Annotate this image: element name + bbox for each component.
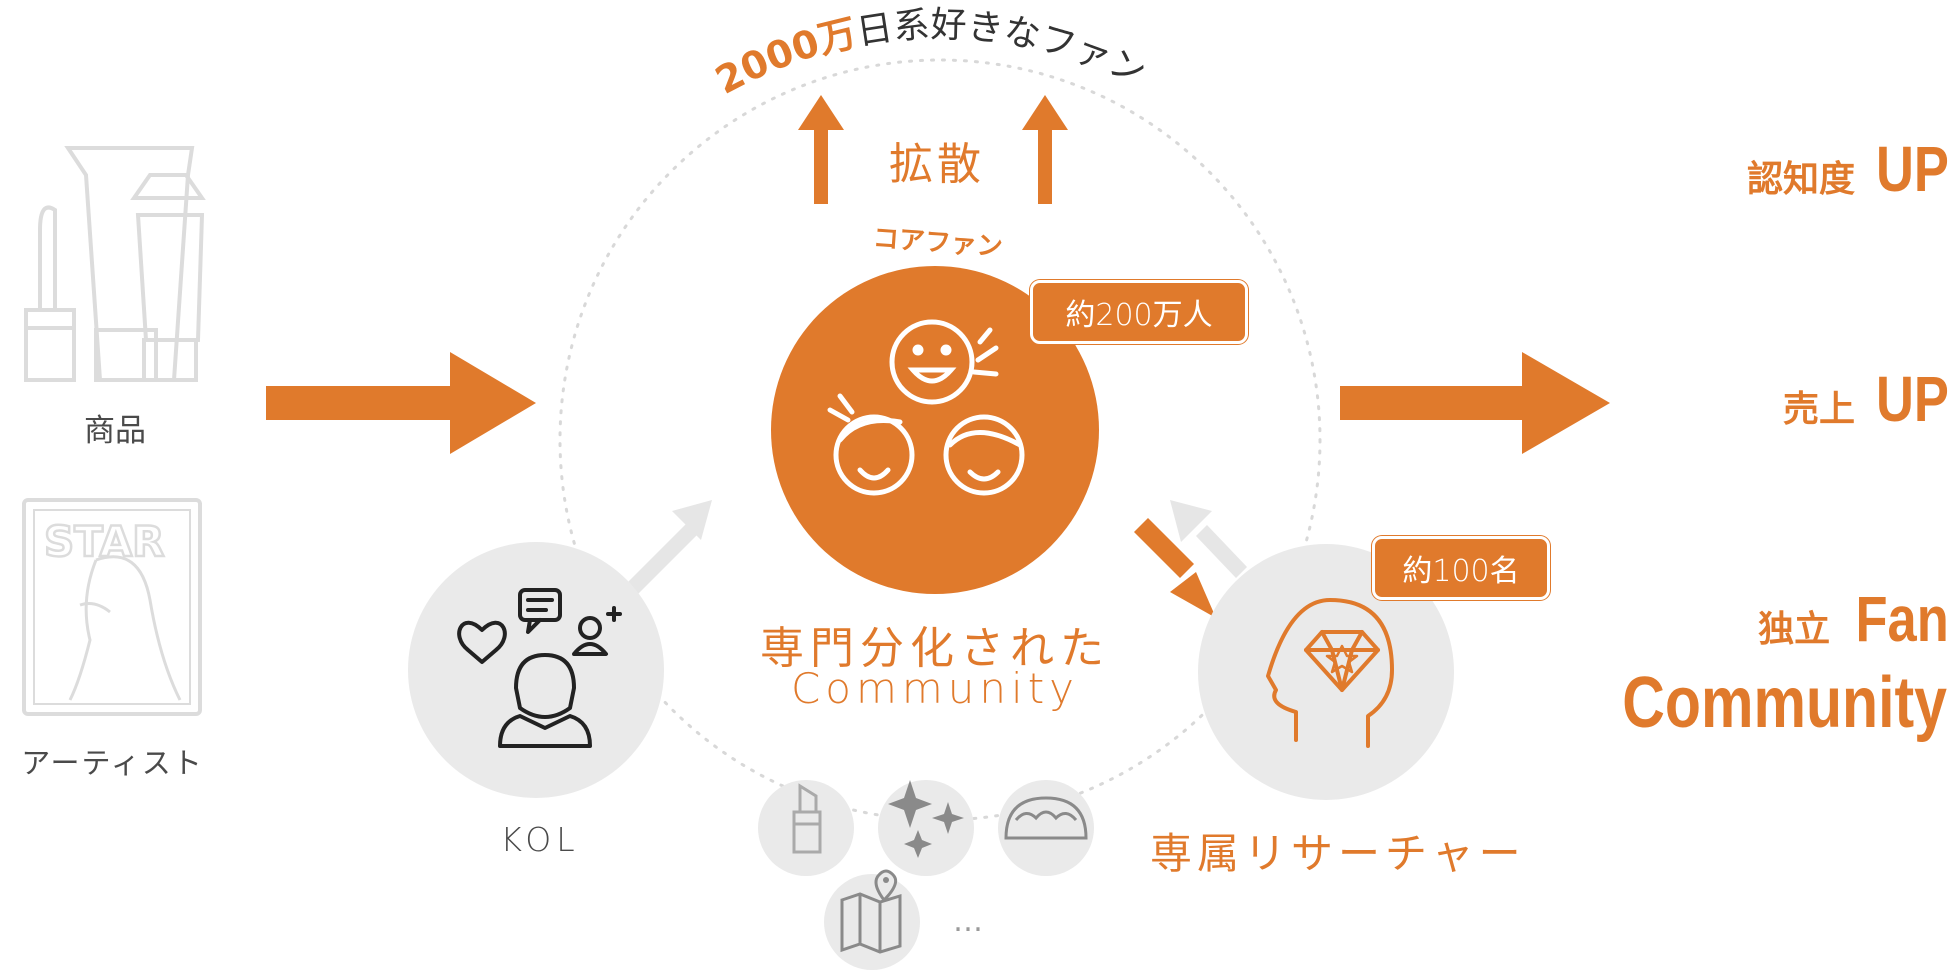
magazine-title: STAR — [44, 517, 164, 566]
magazine-icon — [22, 498, 202, 716]
input-arrow — [266, 352, 536, 454]
map-icon — [840, 892, 902, 954]
category-lipstick — [758, 780, 854, 876]
more-categories-ellipsis: … — [953, 904, 987, 939]
result-sales-ja: 売上 — [1782, 389, 1855, 430]
result-fan: 独立 Fan — [1758, 582, 1949, 656]
kol-to-community-arrow — [620, 500, 712, 601]
output-arrow — [1340, 352, 1610, 454]
result-sales-en: UP — [1876, 363, 1949, 435]
category-taco — [998, 780, 1094, 876]
community-title-ja: 専門分化された — [760, 623, 1110, 674]
result-awareness-ja: 認知度 — [1746, 159, 1855, 200]
artist-label: アーティスト — [21, 746, 204, 780]
head-diamond-icon — [1266, 598, 1394, 748]
category-map — [824, 869, 920, 970]
influencer-icon — [457, 588, 622, 748]
researcher-label: 専属リサーチャー — [1150, 829, 1526, 878]
kol-circle — [408, 542, 664, 798]
result-awareness: 認知度 UP — [1747, 132, 1949, 206]
title-prefix: 2000万 — [708, 10, 860, 102]
spread-arrows — [798, 95, 1068, 204]
kol-label: KOL — [500, 820, 580, 859]
community-to-researcher-arrow — [1134, 518, 1216, 618]
people-faces-icon — [827, 319, 1025, 496]
core-fan-circle — [771, 266, 1099, 594]
result-community-en: Community — [1622, 663, 1947, 743]
spread-label: 拡散 — [889, 139, 985, 190]
core-fan-count-badge: 約200万人 — [1030, 280, 1248, 344]
result-sales: 売上 UP — [1783, 362, 1949, 436]
category-sparkles — [878, 780, 974, 876]
taco-icon — [1004, 796, 1088, 840]
result-community: Community — [1551, 662, 1947, 744]
researcher-count-badge: 約100名 — [1372, 536, 1550, 600]
result-fan-en: Fan — [1855, 583, 1949, 655]
sparkles-icon — [888, 780, 932, 828]
result-awareness-en: UP — [1876, 133, 1949, 205]
researcher-to-community-arrow — [1170, 500, 1247, 578]
title-suffix: 日系好きなファン — [854, 5, 1152, 94]
cosmetics-icon — [24, 146, 206, 382]
community-title-en: Community — [790, 664, 1080, 713]
result-fan-ja: 独立 — [1758, 609, 1831, 650]
product-label: 商品 — [84, 413, 146, 449]
